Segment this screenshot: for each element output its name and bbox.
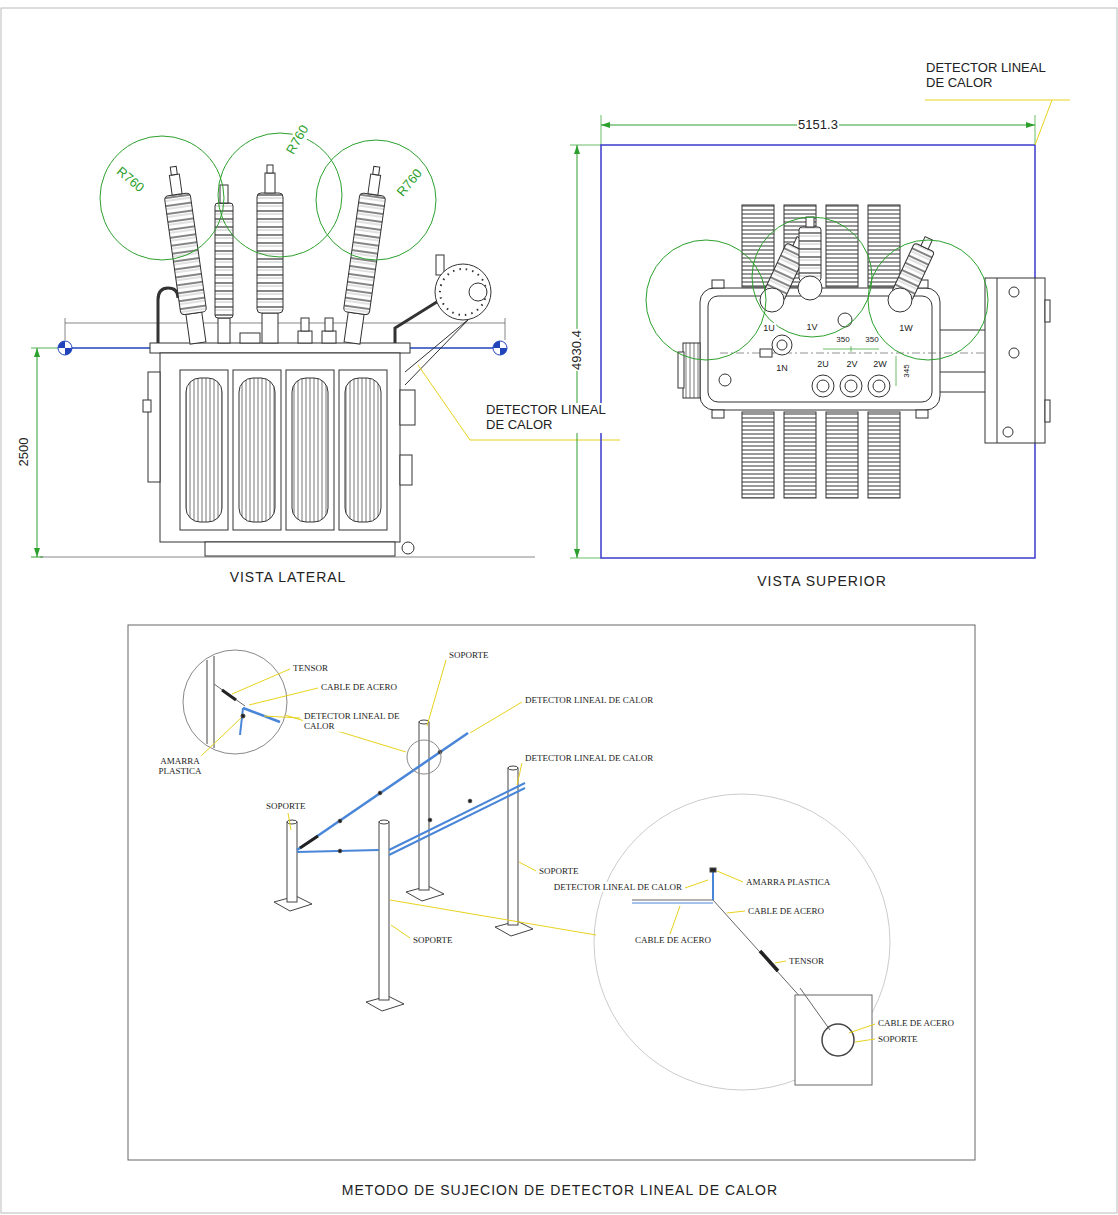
callout-label: SOPORTE [538, 866, 579, 876]
callout-label: SOPORTE [877, 1034, 918, 1044]
terminal-label: 1W [898, 323, 914, 333]
terminal-label: 2V [845, 359, 858, 369]
caption: METODO DE SUJECION DE DETECTOR LINEAL DE… [341, 1182, 779, 1198]
callout-label: DETECTOR LINEAL DE CALOR [524, 753, 654, 763]
callout-label: CABLE DE ACERO [634, 935, 712, 945]
callout-label: CABLE DE ACERO [877, 1018, 955, 1028]
terminal-label: 1U [762, 323, 776, 333]
callout-label: DETECTOR LINEAL DE CALOR [524, 695, 654, 705]
radius-label: R760 [113, 164, 148, 197]
terminal-label: 1N [775, 363, 789, 373]
callout-label: AMARRA PLASTICA [745, 877, 831, 887]
dimension-label: 2500 [17, 437, 32, 468]
callout-label: SOPORTE [448, 650, 489, 660]
radius-label: R760 [283, 122, 312, 158]
dimension-label: 4930.4 [570, 329, 585, 371]
view-title: VISTA LATERAL [229, 569, 348, 585]
dimension-label: 350 [835, 335, 850, 344]
callout-label: CABLE DE ACERO [320, 682, 398, 692]
terminal-label: 2W [872, 359, 888, 369]
top-view [570, 100, 1070, 558]
dimension-label: 350 [864, 335, 879, 344]
mounting-detail [128, 625, 975, 1160]
dimension-label: 345 [902, 363, 911, 378]
callout-label: AMARRA PLASTICA [147, 756, 213, 777]
view-title: VISTA SUPERIOR [756, 573, 888, 589]
callout-label: TENSOR [788, 956, 825, 966]
callout-label: DETECTOR LINEAL DE CALOR [553, 882, 683, 892]
terminal-label: 2U [816, 359, 830, 369]
dimension-label: 5151.3 [797, 118, 839, 133]
callout-label: SOPORTE [412, 935, 453, 945]
callout-label: DETECTOR LINEAL DE CALOR [303, 711, 405, 732]
side-view [31, 133, 620, 557]
sheet-frame [1, 8, 1117, 1213]
radius-label: R760 [394, 166, 427, 201]
terminal-label: 1V [805, 322, 818, 332]
callout-label: DETECTOR LINEAL DE CALOR [925, 61, 1059, 91]
callout-label: CABLE DE ACERO [747, 906, 825, 916]
callout-label: DETECTOR LINEAL DE CALOR [485, 403, 619, 433]
callout-label: TENSOR [292, 663, 329, 673]
callout-label: SOPORTE [265, 801, 306, 811]
